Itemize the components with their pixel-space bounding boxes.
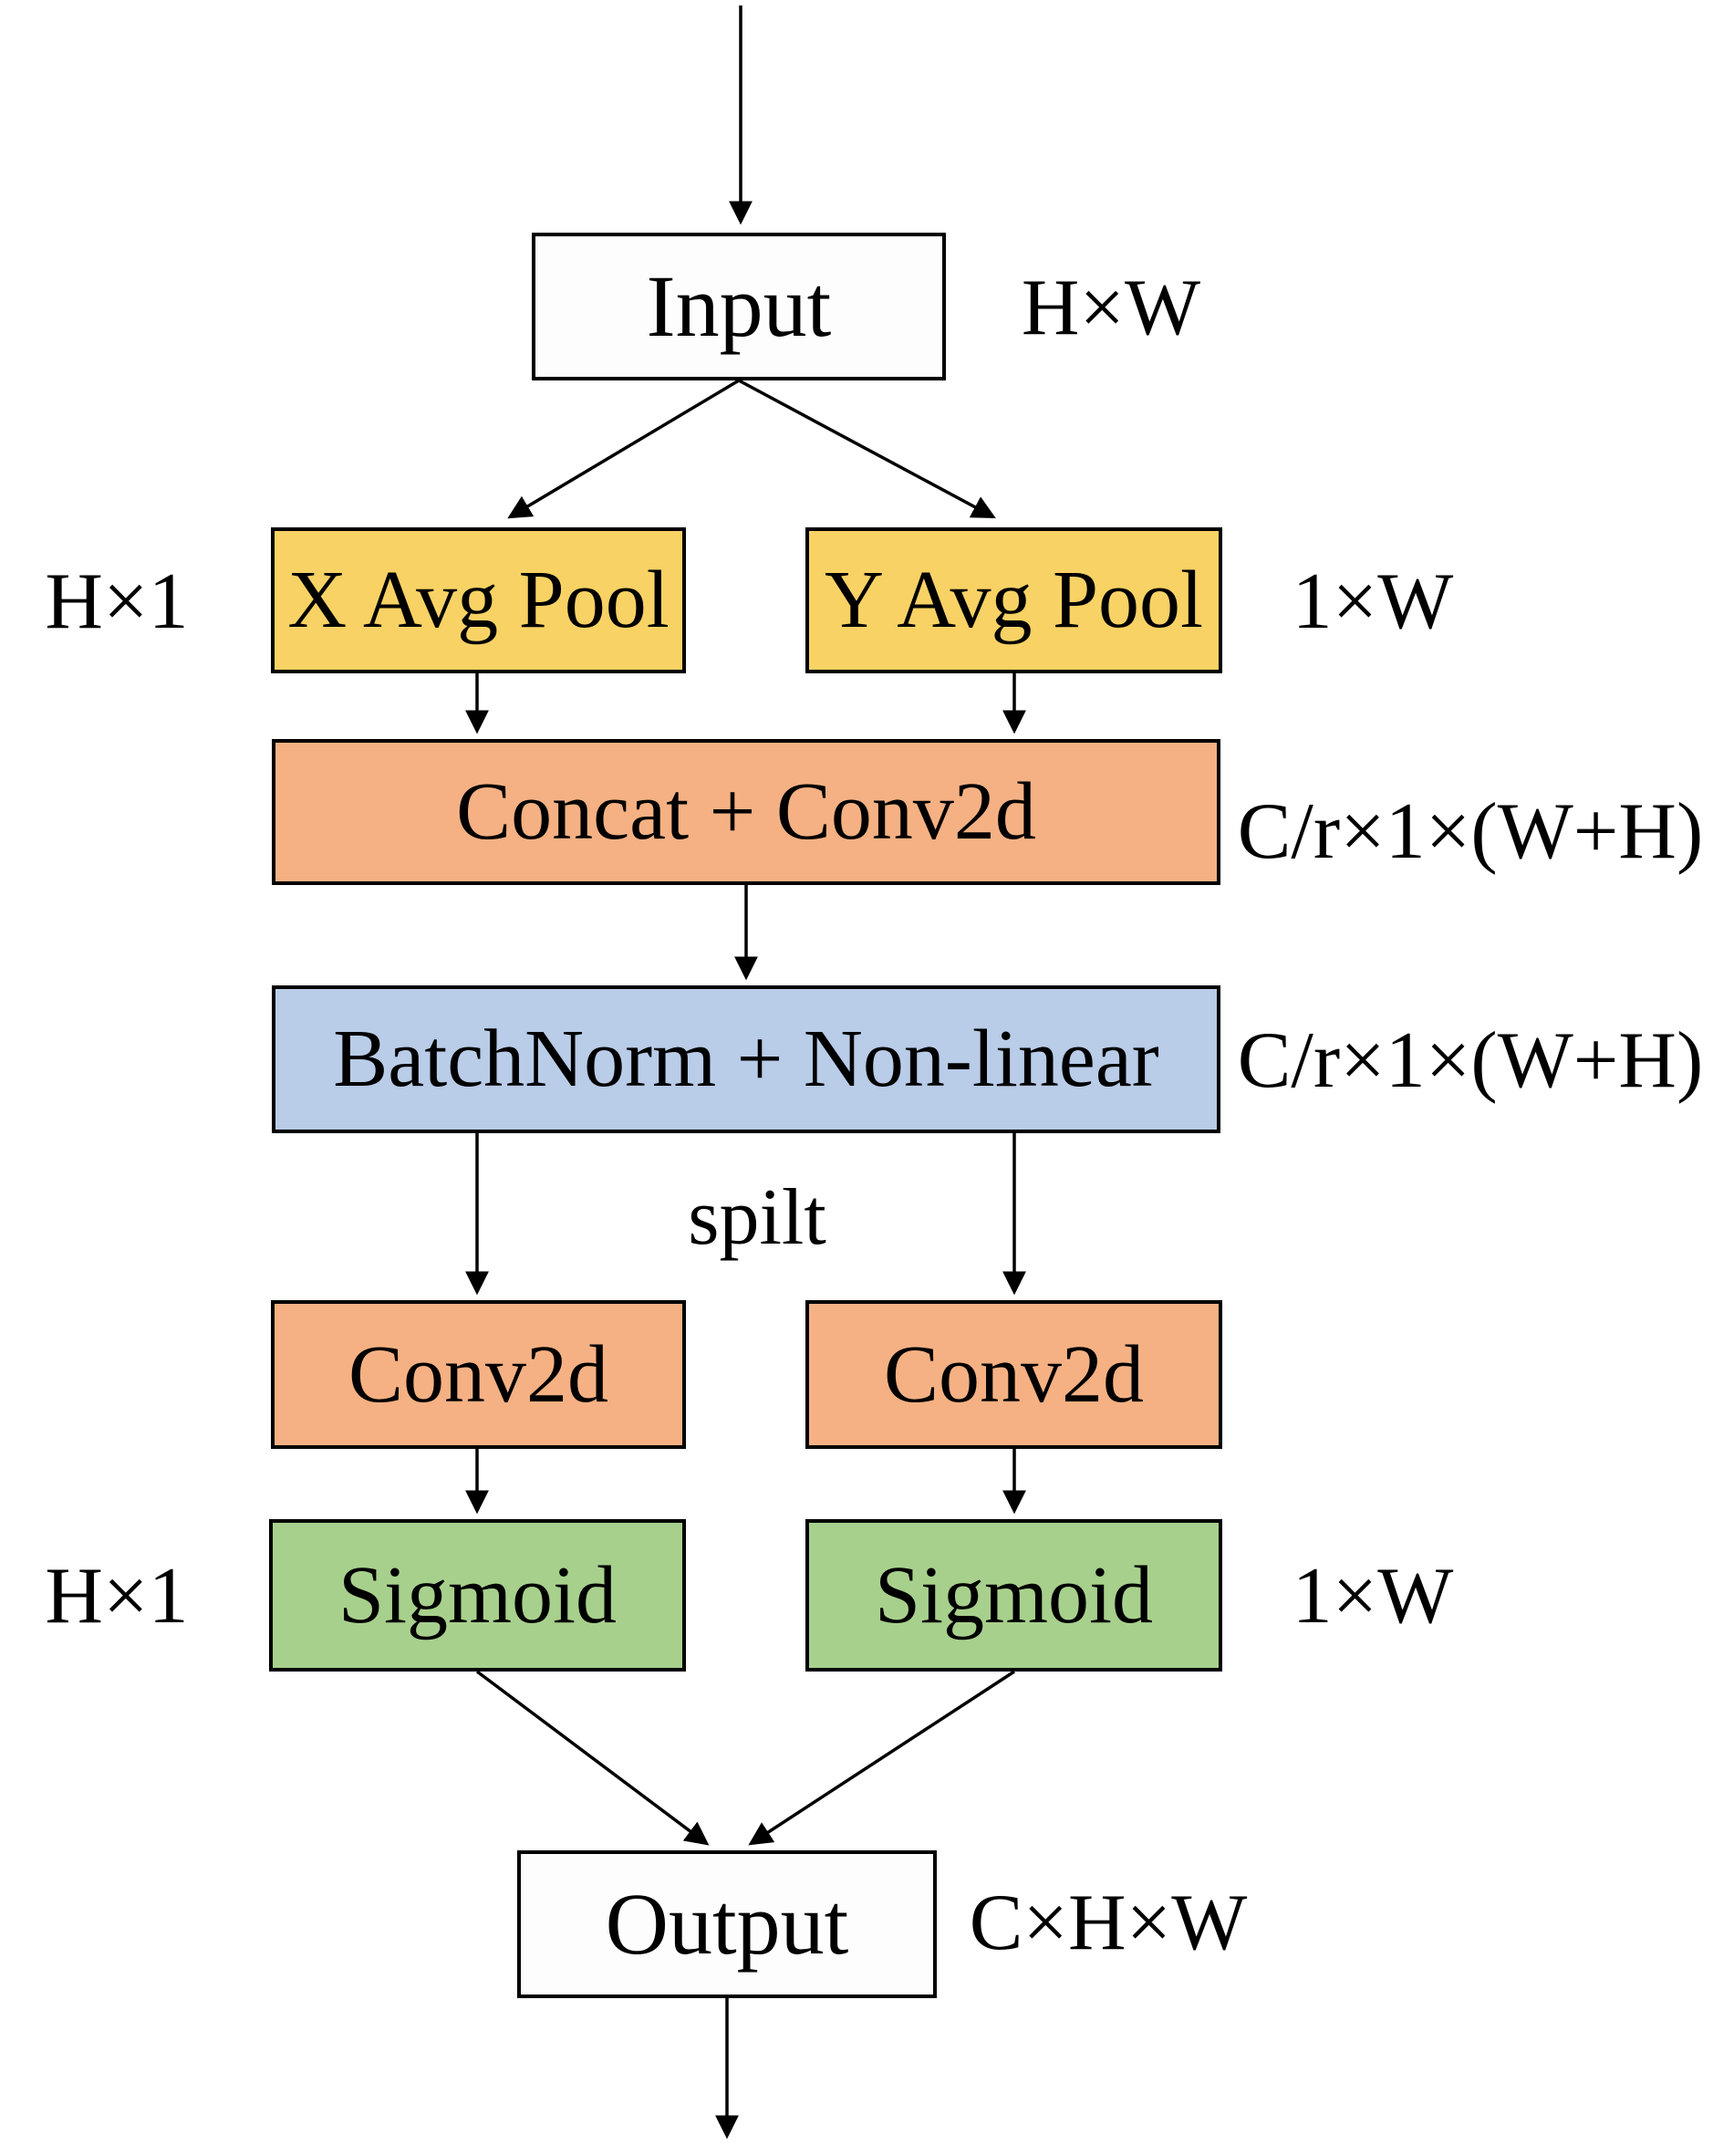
annotation-sigmoid-right-shape: 1×W (1292, 1552, 1454, 1640)
annotation-batchnorm-shape: C/r×1×(W+H) (1237, 1016, 1704, 1105)
node-output: Output (517, 1850, 937, 1998)
node-sigmoid-left: Sigmoid (269, 1519, 686, 1672)
edge-sigmoidright-to-output (748, 1670, 1015, 1846)
node-input: Input (532, 233, 946, 380)
node-y-avg-pool-label: Y Avg Pool (824, 555, 1204, 645)
node-conv2d-right-label: Conv2d (883, 1328, 1145, 1420)
node-concat-conv2d: Concat + Conv2d (272, 739, 1220, 885)
edge-sigmoidleft-to-output (475, 1670, 710, 1846)
annotation-y-pool-shape: 1×W (1292, 557, 1454, 646)
annotation-input-shape: H×W (1021, 264, 1201, 352)
annotation-sigmoid-left-shape: H×1 (45, 1552, 189, 1640)
annotation-x-pool-shape: H×1 (45, 557, 189, 646)
edge-input-to-ypool (738, 379, 996, 519)
node-conv2d-left-label: Conv2d (348, 1328, 609, 1420)
node-sigmoid-right: Sigmoid (805, 1519, 1222, 1672)
edge-label-split: spilt (688, 1173, 826, 1262)
node-batchnorm-nonlinear-label: BatchNorm + Non-linear (333, 1014, 1159, 1104)
node-sigmoid-right-label: Sigmoid (874, 1549, 1154, 1640)
node-x-avg-pool-label: X Avg Pool (287, 555, 670, 645)
node-x-avg-pool: X Avg Pool (271, 527, 686, 673)
annotation-output-shape: C×H×W (969, 1879, 1248, 1967)
edge-input-to-xpool (507, 379, 740, 519)
node-concat-conv2d-label: Concat + Conv2d (456, 766, 1036, 857)
annotation-concat-shape: C/r×1×(W+H) (1237, 787, 1704, 876)
node-input-label: Input (646, 257, 832, 355)
node-conv2d-left: Conv2d (271, 1300, 686, 1449)
node-batchnorm-nonlinear: BatchNorm + Non-linear (272, 985, 1220, 1133)
node-conv2d-right: Conv2d (805, 1300, 1222, 1449)
node-output-label: Output (605, 1875, 849, 1973)
node-y-avg-pool: Y Avg Pool (805, 527, 1222, 673)
node-sigmoid-left-label: Sigmoid (337, 1549, 618, 1640)
